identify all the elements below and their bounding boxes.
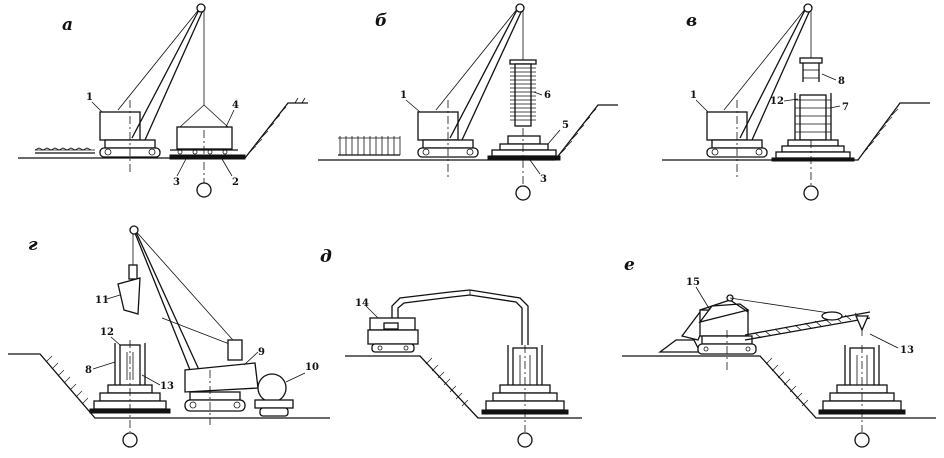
panel-e: е	[622, 255, 936, 448]
label-10-g: 10	[305, 362, 319, 373]
label-6-b: 6	[544, 90, 551, 101]
ground-pit-a	[18, 97, 308, 159]
panel-a: а	[18, 3, 308, 198]
panel-label-a: а	[62, 15, 73, 35]
label-3-a: 3	[173, 177, 180, 188]
axis-marker-a	[196, 182, 212, 198]
concrete-pipe-d	[391, 289, 529, 345]
formwork-hanging-v	[799, 57, 823, 82]
label-3-b: 3	[540, 174, 547, 185]
panel-g: г	[8, 225, 330, 448]
panel-b: б	[318, 3, 618, 201]
label-12-v: 12	[770, 96, 784, 107]
panel-label-v: в	[686, 11, 697, 31]
label-13-e: 13	[900, 345, 914, 356]
label-4-a: 4	[232, 100, 239, 111]
label-15-e: 15	[686, 277, 700, 288]
label-11-g: 11	[95, 295, 109, 306]
concrete-truck-g	[254, 373, 294, 417]
concrete-pump-d	[367, 317, 419, 353]
label-12-g: 12	[100, 327, 114, 338]
ground-pit-v	[662, 102, 930, 161]
ground-pit-g	[8, 353, 330, 419]
panel-label-d: д	[320, 247, 332, 267]
label-8-v: 8	[838, 76, 845, 87]
panel-v: в	[662, 3, 930, 201]
column-formwork-v	[771, 93, 855, 162]
axis-marker-d	[517, 432, 533, 448]
axis-marker-v	[803, 185, 819, 201]
crawler-crane-b	[417, 3, 525, 158]
label-1-v: 1	[690, 90, 697, 101]
crawler-crane-g	[129, 225, 259, 412]
label-7-v: 7	[842, 102, 849, 113]
rebar-cage-hanging-b	[509, 59, 537, 127]
rebar-stack-a	[34, 147, 95, 154]
belt-conveyor-machine-e	[658, 294, 871, 355]
formwork-base-b	[487, 135, 561, 161]
ground-pit-b	[318, 104, 618, 161]
lifting-frame-a	[170, 104, 238, 155]
label-9-g: 9	[258, 347, 265, 358]
base-slab-a	[169, 154, 246, 160]
label-1-a: 1	[86, 92, 93, 103]
axis-marker-g	[122, 432, 138, 448]
panel-label-e: е	[624, 255, 635, 275]
concrete-bucket-g	[117, 232, 141, 315]
axis-marker-e	[854, 432, 870, 448]
crawler-crane-v	[706, 3, 813, 158]
label-14-d: 14	[355, 298, 369, 309]
label-8-g: 8	[85, 365, 92, 376]
ground-pit-d	[345, 355, 582, 419]
crawler-crane-a	[99, 3, 206, 158]
panel-label-g: г	[28, 235, 38, 255]
ground-pit-e	[622, 355, 936, 419]
panel-label-b: б	[375, 11, 387, 31]
label-2-a: 2	[232, 177, 239, 188]
label-5-b: 5	[562, 120, 569, 131]
label-1-b: 1	[400, 90, 407, 101]
label-13-g: 13	[160, 381, 174, 392]
panel-d: д	[320, 247, 582, 448]
rebar-cages-b	[338, 136, 401, 156]
axis-marker-b	[515, 185, 531, 201]
